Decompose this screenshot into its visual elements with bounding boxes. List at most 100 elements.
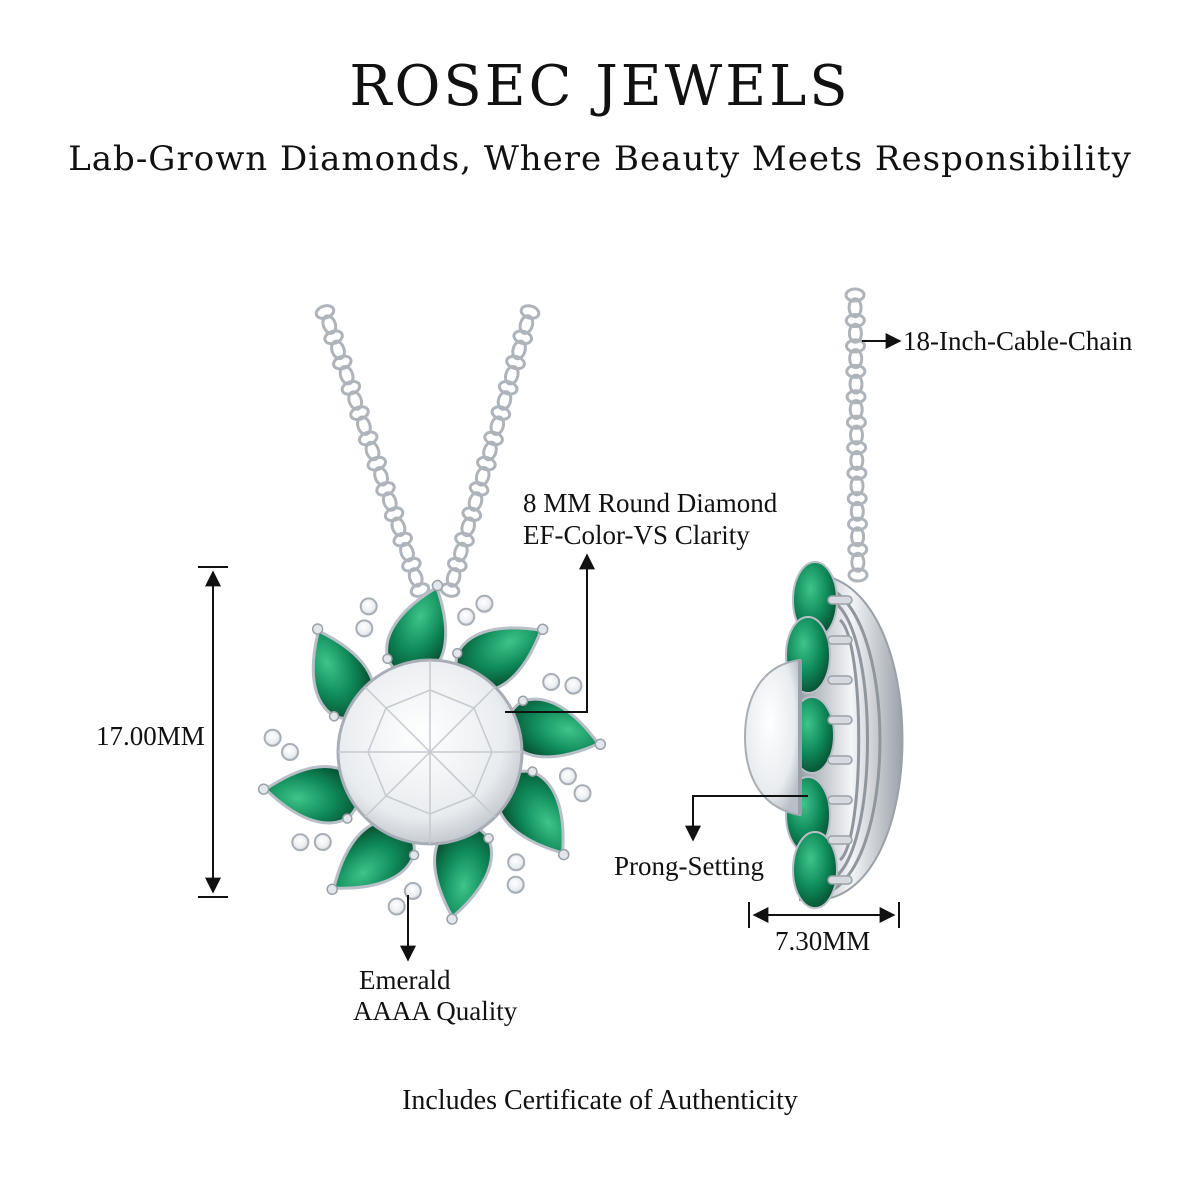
depth-dimension xyxy=(748,902,900,928)
chain-link xyxy=(850,526,866,548)
center-stone-label-line2: EF-Color-VS Clarity xyxy=(523,520,750,550)
chain-link xyxy=(504,364,520,386)
chain-label: 18-Inch-Cable-Chain xyxy=(903,326,1133,356)
chain-link xyxy=(357,430,379,447)
chain-link xyxy=(519,304,541,320)
front-chain xyxy=(314,304,541,598)
chain-link xyxy=(518,314,535,335)
emerald-label-line2: AAAA Quality xyxy=(353,996,518,1026)
chain-link xyxy=(383,506,405,523)
side-prong xyxy=(827,675,853,685)
prong-setting-label: Prong-Setting xyxy=(614,851,765,881)
chain-link xyxy=(849,450,865,471)
chain-link xyxy=(460,516,476,538)
chain-link xyxy=(505,354,526,371)
chain-link xyxy=(846,440,868,456)
chain-link xyxy=(332,354,353,371)
chain-link xyxy=(401,556,422,573)
depth-label: 7.30MM xyxy=(775,926,871,956)
chain-link xyxy=(314,304,336,320)
chain-link xyxy=(390,516,407,538)
accent-diamond xyxy=(291,833,310,852)
chain-link xyxy=(340,379,362,396)
chain-link xyxy=(356,415,372,436)
chain-link xyxy=(844,312,866,329)
chain-link xyxy=(845,338,866,354)
chain-link xyxy=(364,440,381,462)
side-prong xyxy=(827,795,853,805)
side-prong xyxy=(827,635,853,645)
side-prong xyxy=(827,755,853,765)
accent-diamond xyxy=(573,784,592,803)
certificate-note: Includes Certificate of Authenticity xyxy=(402,1085,798,1116)
chain-link xyxy=(848,348,864,370)
chain-link xyxy=(381,491,398,512)
chain-link xyxy=(467,491,484,512)
chain-link xyxy=(474,465,491,487)
chain-link xyxy=(468,481,490,497)
accent-diamond xyxy=(507,853,526,872)
center-stone-pointer xyxy=(505,553,595,713)
chain-link xyxy=(454,531,475,548)
chain-link xyxy=(845,414,867,430)
side-prong xyxy=(827,875,853,885)
side-prongs xyxy=(827,595,853,885)
chain-link xyxy=(496,390,513,411)
chain-link xyxy=(407,567,424,588)
chain-link xyxy=(847,567,869,583)
accent-diamond xyxy=(558,767,577,786)
side-prong xyxy=(827,835,853,845)
chain-link xyxy=(849,500,865,522)
accent-diamond xyxy=(359,597,378,616)
chain-link xyxy=(849,475,865,497)
chain-link xyxy=(338,364,355,386)
chain-link xyxy=(511,339,527,361)
chain-link xyxy=(490,405,512,421)
accent-diamond xyxy=(475,594,494,613)
center-diamond xyxy=(336,658,524,846)
accent-diamond xyxy=(542,673,561,691)
accent-diamond xyxy=(457,607,476,626)
front-pendant xyxy=(257,579,607,925)
chain-link xyxy=(375,481,396,497)
chain-link xyxy=(847,516,868,532)
chain-link xyxy=(847,297,863,319)
chain-link xyxy=(373,466,389,487)
prong-pointer xyxy=(685,795,808,842)
chain-link xyxy=(847,541,869,558)
chain-link xyxy=(848,424,865,446)
chain-link xyxy=(349,405,370,421)
chain-link xyxy=(392,531,413,548)
chain-link xyxy=(323,329,344,346)
chain-link xyxy=(845,389,867,405)
side-center-diamond xyxy=(743,658,802,817)
brand-tagline: Lab-Grown Diamonds, Where Beauty Meets R… xyxy=(68,139,1132,179)
accent-diamond xyxy=(564,676,583,695)
accent-diamond xyxy=(281,743,299,761)
chain-link xyxy=(476,455,497,472)
height-label: 17.00MM xyxy=(96,721,205,751)
accent-diamond xyxy=(506,875,525,894)
chain-link xyxy=(482,440,498,462)
chain-link xyxy=(483,430,504,447)
accent-diamond xyxy=(313,833,332,851)
accent-diamonds xyxy=(263,594,592,916)
accent-diamond xyxy=(263,728,282,747)
chain-link xyxy=(461,506,483,522)
chain-link xyxy=(845,363,867,379)
height-dimension xyxy=(198,566,228,898)
chain-link xyxy=(347,390,364,411)
chain-link xyxy=(446,556,468,573)
side-chain xyxy=(844,287,869,583)
brand-title: ROSEC JEWELS xyxy=(349,54,851,119)
chain-link xyxy=(848,399,864,420)
accent-diamond xyxy=(355,619,374,638)
chain-link xyxy=(366,455,388,472)
chain-link xyxy=(330,339,346,361)
chain-link xyxy=(399,541,415,563)
chain-link xyxy=(445,567,462,588)
chain-link xyxy=(512,329,534,346)
chain-link xyxy=(848,373,864,395)
side-pendant xyxy=(743,561,904,909)
chain-link xyxy=(850,551,866,573)
